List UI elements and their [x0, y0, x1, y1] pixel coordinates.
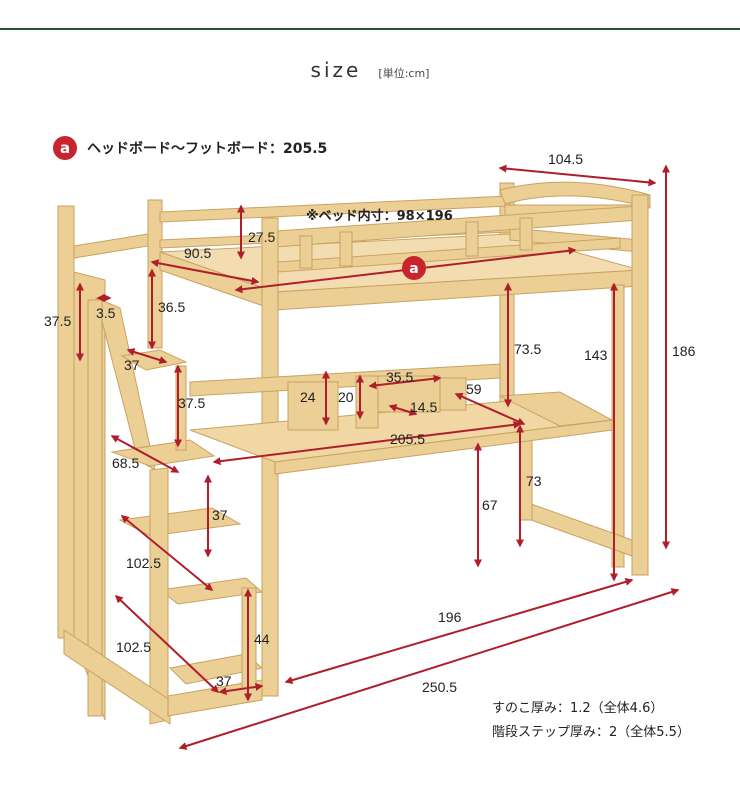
title-text: size: [310, 58, 362, 82]
stair-post-tall: [57, 205, 75, 639]
arrow-shelf-depth: [388, 404, 418, 416]
label-head-guard: 27.5: [248, 229, 275, 245]
note-step-thickness: 階段ステップ厚み：2（全体5.5）: [492, 725, 690, 740]
stair-post-mid: [87, 299, 103, 717]
label-bottom-step: 44: [254, 631, 270, 647]
label-width: 104.5: [548, 151, 583, 167]
guard-slat-4: [519, 217, 533, 251]
label-step-depth-top: 37: [124, 357, 140, 373]
shelf-back-box: [439, 377, 467, 411]
guard-slat-1: [299, 235, 313, 269]
label-under-clearance: 143: [584, 347, 608, 363]
arrow-step-depth-top: [126, 348, 168, 364]
label-step-depth-low: 102.5: [116, 639, 151, 655]
label-shelf-divider: 20: [338, 389, 354, 405]
label-step-rise-mid: 37: [212, 507, 228, 523]
label-length-bed: 196: [438, 609, 462, 625]
spec-notes: すのこ厚み：1.2（全体4.6） 階段ステップ厚み：2（全体5.5）: [492, 697, 690, 745]
label-step-depth-mid: 102.5: [126, 555, 161, 571]
stair-handrail-top: [73, 233, 149, 259]
rear-shelf: [189, 363, 501, 397]
arrow-desk-length: [212, 420, 522, 466]
label-desk-height-back: 73: [526, 473, 542, 489]
note-slat-thickness: すのこ厚み：1.2（全体4.6）: [492, 701, 664, 716]
label-stair-rail: 37.5: [44, 313, 71, 329]
legend: a ヘッドボード〜フットボード：205.5: [53, 136, 327, 160]
label-desk-height-front: 67: [482, 497, 498, 513]
label-shelf-width: 35.5: [386, 369, 413, 385]
label-bottom-step-depth: 37: [216, 673, 232, 689]
label-slat-clearance: 73.5: [514, 341, 541, 357]
arrow-width: [498, 164, 657, 187]
arrow-length-bed: [284, 578, 634, 684]
dimension-arrows: [76, 164, 680, 750]
unit-label: [単位:cm]: [378, 67, 430, 80]
legend-text: ヘッドボード〜フットボード：205.5: [87, 141, 328, 157]
label-shelf-depth: 14.5: [410, 399, 437, 415]
arrow-length-total: [178, 588, 680, 750]
header-divider: [0, 28, 740, 30]
marker-a-label: a: [409, 261, 418, 277]
label-desk-length: 205.5: [390, 431, 425, 447]
marker-a-circle: [402, 256, 426, 280]
label-upper-gap: 36.5: [158, 299, 185, 315]
post-front-right: [631, 194, 649, 576]
stair-stringer: [149, 467, 169, 725]
head-board: [499, 181, 651, 209]
label-rail-length: 90.5: [184, 245, 211, 261]
arrow-desk-depth: [454, 392, 526, 426]
guard-slat-3: [465, 221, 479, 257]
marker-a-badge: a: [53, 136, 77, 160]
label-step-rise: 37.5: [178, 395, 205, 411]
label-height-total: 186: [672, 343, 696, 359]
label-length-total: 250.5: [422, 679, 457, 695]
label-shelf-height: 24: [300, 389, 316, 405]
guard-slat-2: [339, 231, 353, 267]
arrow-stair-width: [110, 435, 180, 473]
label-stair-post: 3.5: [96, 305, 116, 321]
page-title: size [単位:cm]: [0, 58, 740, 82]
label-stair-width: 68.5: [112, 455, 139, 471]
arrow-step-depth-mid: [120, 515, 214, 591]
arrow-shelf-width: [368, 374, 442, 390]
label-desk-depth: 59: [466, 381, 482, 397]
inner-size-label: ※ベッド内寸：98×196: [306, 208, 453, 224]
